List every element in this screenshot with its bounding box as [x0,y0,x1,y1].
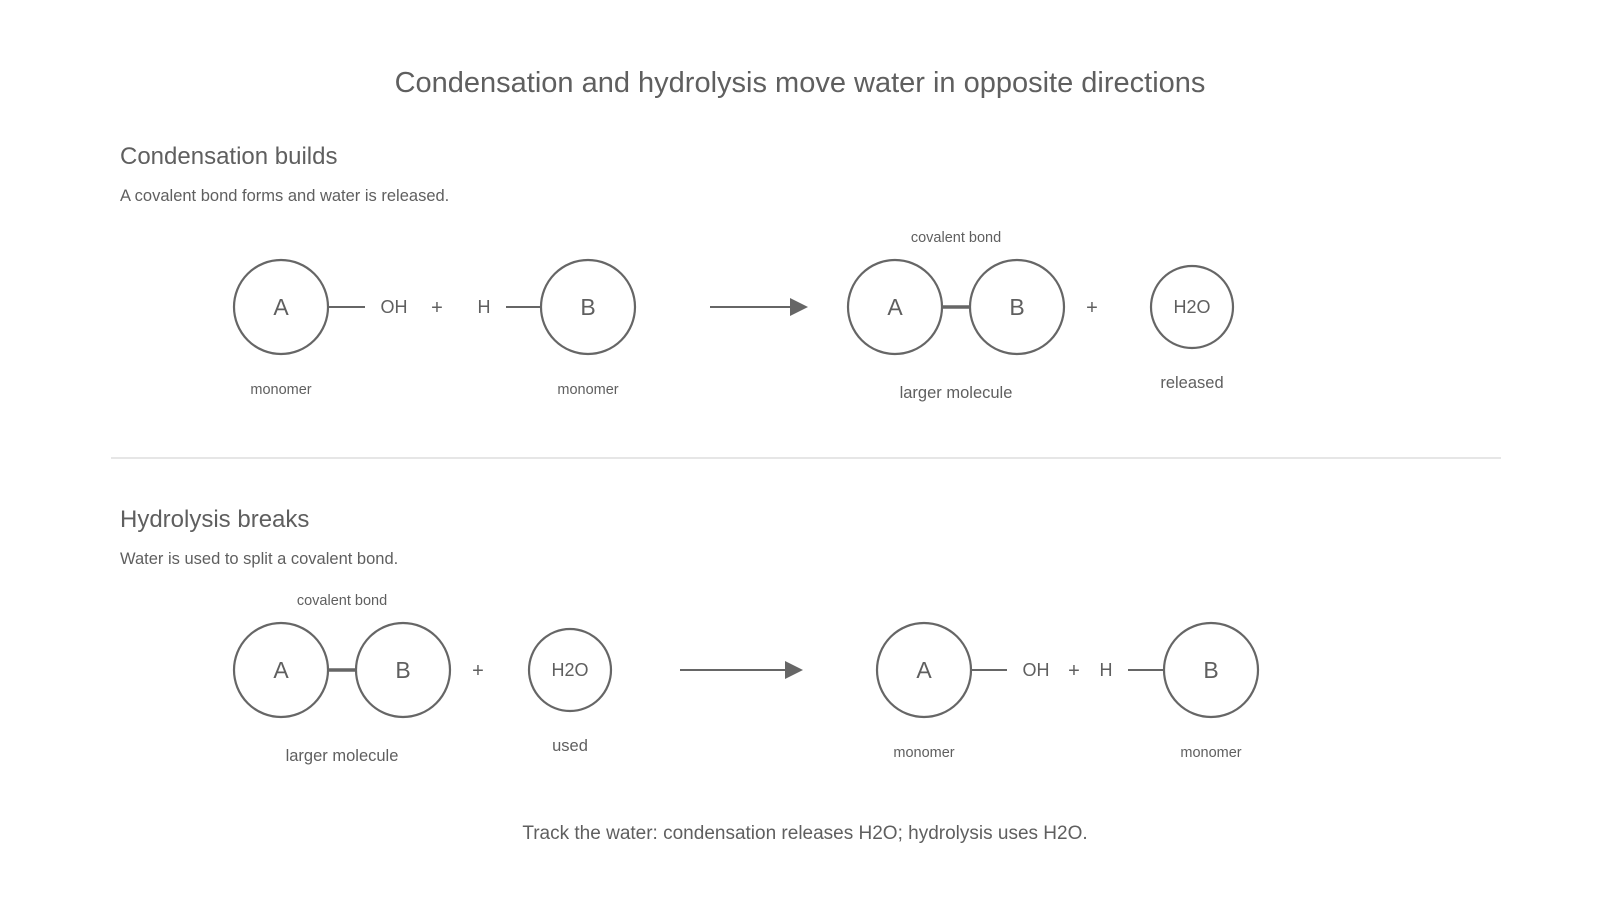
hydrolysis-reactant: covalent bond A B larger molecule [232,593,452,765]
water-circle [527,627,613,713]
monomer-b-label: monomer [557,382,618,398]
molecule-a-letter: A [887,294,903,320]
hydrolysis-heading: Hydrolysis breaks [120,506,309,533]
larger-molecule-label: larger molecule [900,384,1013,402]
molecule-b-circle [354,621,452,719]
hydrogen-group: H [1100,660,1113,680]
condensation-reactant-a: A OH monomer [232,258,408,398]
hydrogen-group: H [478,297,491,317]
condensation-heading: Condensation builds [120,143,338,170]
footer-note: Track the water: condensation releases H… [522,823,1087,844]
monomer-b-label: monomer [1180,745,1241,761]
plus-sign: + [431,297,443,319]
monomer-a-letter: A [916,657,932,683]
water-circle [1149,264,1235,350]
condensation-reactant-b: H B monomer [478,258,637,398]
hydrolysis-section: Hydrolysis breaks Water is used to split… [120,506,1260,765]
monomer-a-label: monomer [893,745,954,761]
condensation-section: Condensation builds A covalent bond form… [120,143,1235,402]
hydrolysis-product-b: H B monomer [1100,621,1260,761]
plus-sign: + [1068,660,1080,682]
molecule-b-letter: B [395,657,410,683]
plus-sign: + [472,660,484,682]
water-used-label: used [552,737,588,755]
water-used: H2O used [527,627,613,755]
monomer-b-circle [539,258,637,356]
larger-molecule-label: larger molecule [286,747,399,765]
page-title: Condensation and hydrolysis move water i… [395,67,1206,99]
monomer-a-label: monomer [250,382,311,398]
plus-sign: + [1086,297,1098,319]
condensation-description: A covalent bond forms and water is relea… [120,187,449,205]
molecule-b-letter: B [1009,294,1024,320]
monomer-b-letter: B [580,294,595,320]
water-text: H2O [551,660,588,680]
monomer-a-letter: A [273,294,289,320]
condensation-product: covalent bond A B larger molecule [846,230,1066,402]
water-released-label: released [1160,374,1223,392]
hydrolysis-product-a: A OH monomer [875,621,1050,761]
covalent-bond-label: covalent bond [297,593,387,609]
hydroxyl-group: OH [1023,660,1050,680]
hydroxyl-group: OH [381,297,408,317]
molecule-b-circle [968,258,1066,356]
hydrolysis-description: Water is used to split a covalent bond. [120,550,398,568]
monomer-b-circle [1162,621,1260,719]
molecule-a-letter: A [273,657,289,683]
monomer-b-letter: B [1203,657,1218,683]
covalent-bond-label: covalent bond [911,230,1001,246]
water-released: H2O released [1149,264,1235,392]
water-text: H2O [1173,297,1210,317]
